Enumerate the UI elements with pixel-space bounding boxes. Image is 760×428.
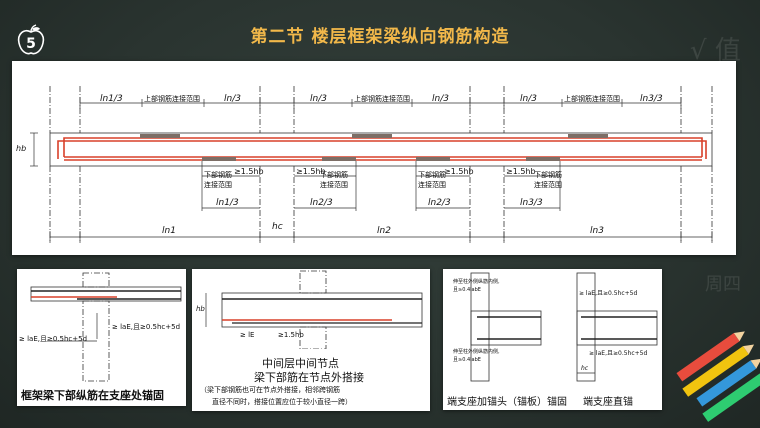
main-diagram-svg: ln1/3 上部钢筋连接范围 ln/3 ln/3 上部钢筋连接范围 ln/3 l… bbox=[16, 86, 713, 243]
span-label-2: ln2 bbox=[377, 226, 391, 236]
bottom-note-4: 下部钢筋连接范围 bbox=[534, 170, 562, 189]
lae-label-right: ≥ laE,且≥0.5hc+5d bbox=[112, 323, 180, 331]
span-label-hc: hc bbox=[272, 222, 283, 232]
panel-c-right-b: ≥ laE,且≥0.5hc+5d bbox=[589, 350, 647, 357]
panel-b-note-2: 直径不同时，搭接位置应位于较小直径一跨） bbox=[212, 398, 352, 406]
top-label-2: 上部钢筋连接范围 bbox=[144, 94, 200, 103]
anchorage-at-support-panel: ≥ laE,且≥0.5hc+5d ≥ laE,且≥0.5hc+5d 框架梁下部纵… bbox=[17, 269, 186, 406]
panel-c-svg: 伸至柱外侧纵筋内侧, 且≥0.4labE 伸至柱外侧纵筋内侧, 且≥0.4lab… bbox=[453, 272, 658, 382]
lae-label-left: ≥ laE,且≥0.5hc+5d bbox=[19, 335, 87, 343]
mid-dim-1: ≥1.5hb bbox=[234, 167, 264, 176]
panel-c-note-d: 且≥0.4labE bbox=[453, 357, 481, 363]
mid-fraction-1: ln1/3 bbox=[216, 198, 239, 208]
end-support-anchorage-panel: 伸至柱外侧纵筋内侧, 且≥0.4labE 伸至柱外侧纵筋内侧, 且≥0.4lab… bbox=[443, 269, 662, 410]
panel-b-dim-right: ≥1.5hb bbox=[278, 331, 304, 339]
panel-c-caption-left: 端支座加锚头（锚板）锚固 bbox=[447, 397, 567, 408]
mid-fraction-3: ln2/3 bbox=[428, 198, 451, 208]
top-label-4: ln/3 bbox=[310, 94, 327, 104]
panel-c-right-a: ≥ laE,且≥0.5hc+5d bbox=[579, 290, 637, 297]
panel-b-note-1: （梁下部钢筋也可在节点外搭接，相邻跨钢筋 bbox=[200, 386, 340, 394]
panel-c-note-b: 且≥0.4labE bbox=[453, 287, 481, 293]
apple-badge-icon: 5 bbox=[17, 24, 45, 55]
panel-a-svg: ≥ laE,且≥0.5hc+5d ≥ laE,且≥0.5hc+5d bbox=[19, 272, 182, 382]
mid-joint-splice-panel: hb ≥ lE ≥1.5hb 中间层中间节点 梁下部筋在节点外搭接 （梁下部钢筋… bbox=[192, 269, 430, 411]
panel-c-note-a: 伸至柱外侧纵筋内侧, bbox=[453, 278, 500, 285]
top-label-7: ln/3 bbox=[520, 94, 537, 104]
top-label-8: 上部钢筋连接范围 bbox=[564, 94, 620, 103]
panel-c-hc: hc bbox=[581, 365, 589, 372]
mid-dim-3: ≥1.5hb bbox=[444, 167, 474, 176]
top-label-3: ln/3 bbox=[224, 94, 241, 104]
span-label-1: ln1 bbox=[162, 226, 176, 236]
panel-b-svg: hb ≥ lE ≥1.5hb bbox=[196, 270, 423, 350]
span-label-3: ln3 bbox=[590, 226, 604, 236]
hb-label: hb bbox=[16, 144, 26, 153]
top-label-6: ln/3 bbox=[432, 94, 449, 104]
panel-c-caption-right: 端支座直锚 bbox=[583, 397, 633, 408]
mid-fraction-4: ln3/3 bbox=[520, 198, 543, 208]
top-label-1: ln1/3 bbox=[100, 94, 123, 104]
mid-dim-4: ≥1.5hb bbox=[506, 167, 536, 176]
panel-c-note-c: 伸至柱外侧纵筋内侧, bbox=[453, 348, 500, 355]
beam-longitudinal-rebar-diagram: ln1/3 上部钢筋连接范围 ln/3 ln/3 上部钢筋连接范围 ln/3 l… bbox=[12, 61, 736, 255]
crayons-decoration-icon bbox=[676, 331, 760, 422]
badge-number: 5 bbox=[26, 36, 36, 52]
top-label-5: 上部钢筋连接范围 bbox=[354, 94, 410, 103]
page-title: 第二节 楼层框架梁纵向钢筋构造 bbox=[250, 27, 510, 47]
panel-b-hb: hb bbox=[196, 305, 205, 313]
chalk-scribble-decoration: 周四 bbox=[705, 274, 741, 295]
bottom-note-2: 下部钢筋连接范围 bbox=[320, 170, 348, 189]
panel-b-dim-left: ≥ lE bbox=[240, 331, 254, 339]
bottom-note-1: 下部钢筋连接范围 bbox=[204, 170, 232, 189]
mid-fraction-2: ln2/3 bbox=[310, 198, 333, 208]
bottom-note-3: 下部钢筋连接范围 bbox=[418, 170, 446, 189]
panel-b-caption-1: 中间层中间节点 bbox=[262, 357, 339, 370]
panel-a-caption: 框架梁下部纵筋在支座处锚固 bbox=[21, 389, 164, 402]
mid-dim-2: ≥1.5hb bbox=[296, 167, 326, 176]
panel-b-caption-2: 梁下部筋在节点外搭接 bbox=[254, 371, 364, 384]
top-label-9: ln3/3 bbox=[640, 94, 663, 104]
